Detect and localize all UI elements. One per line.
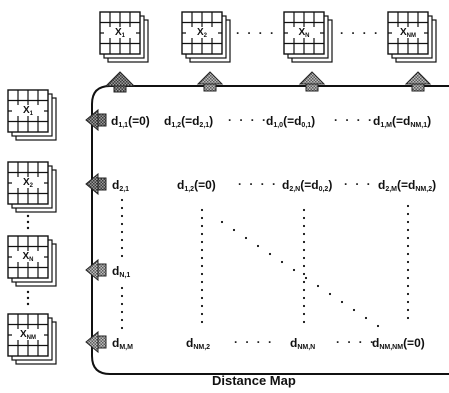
matrix-entry-dnm2: dNM,2: [186, 336, 211, 351]
top-ellipsis-2: · · · ·: [340, 26, 380, 40]
row2-ellipsis-1: · · · ·: [238, 177, 278, 191]
left-image-label-2: X2: [12, 177, 44, 189]
diagram-caption: Distance Map: [212, 373, 296, 388]
matrix-entry-d22: d1,2(=0): [177, 178, 216, 193]
row1-ellipsis-1: · · · ·: [228, 113, 268, 127]
matrix-entry-dn1: dN,1: [112, 264, 131, 279]
left-arrow-1: [85, 108, 107, 132]
left-image-label-n: XN: [12, 251, 44, 263]
up-arrow-1: [104, 71, 136, 93]
matrix-vertical-dots-col4: [406, 204, 410, 320]
matrix-entry-d11: d1,1(=0): [111, 114, 150, 129]
top-image-label-nm: XNM: [392, 27, 424, 39]
distance-map-frame: [91, 85, 449, 375]
row2-ellipsis-2: · · · ·: [344, 177, 384, 191]
matrix-entry-d10: d1,0(=d0,1): [266, 114, 316, 129]
top-image-label-2: X2: [186, 27, 218, 39]
top-ellipsis-1: · · · ·: [236, 26, 276, 40]
left-arrow-2: [85, 172, 107, 196]
matrix-entry-dnmnm: dNM,NM(=0): [372, 336, 425, 351]
left-image-label-1: X1: [12, 105, 44, 117]
left-stack-ellipsis-upper: [26, 214, 30, 230]
matrix-entry-d12: d1,2(=d2,1): [164, 114, 214, 129]
left-arrow-nm: [85, 330, 107, 354]
matrix-entry-d1m: d1,M(=dNM,1): [373, 114, 432, 129]
matrix-diagonal-dots: [220, 220, 380, 328]
left-image-label-nm: XNM: [12, 329, 44, 341]
up-arrow-n: [298, 71, 326, 92]
matrix-entry-dmm: dM,M: [112, 336, 133, 351]
matrix-vertical-dots-col2: [200, 208, 204, 324]
left-arrow-n: [85, 258, 107, 282]
matrix-entry-d2n: d2,N(=d0,2): [282, 178, 333, 193]
up-arrow-2: [196, 71, 224, 92]
top-image-label-n: XN: [288, 27, 320, 39]
matrix-vertical-dots-col1: [120, 198, 124, 330]
matrix-vertical-dots-col3: [302, 208, 306, 324]
top-image-label-1: X1: [104, 27, 136, 39]
left-stack-ellipsis-lower: [26, 290, 30, 306]
up-arrow-nm: [404, 71, 432, 92]
row4-ellipsis-1: · · · ·: [234, 335, 274, 349]
matrix-entry-d21: d2,1: [112, 178, 130, 193]
matrix-entry-dnmn: dNM,N: [290, 336, 316, 351]
row4-ellipsis-2: · · · ·: [336, 335, 376, 349]
row1-ellipsis-2: · · · ·: [334, 113, 374, 127]
matrix-entry-d2m: d2,M(=dNM,2): [378, 178, 437, 193]
